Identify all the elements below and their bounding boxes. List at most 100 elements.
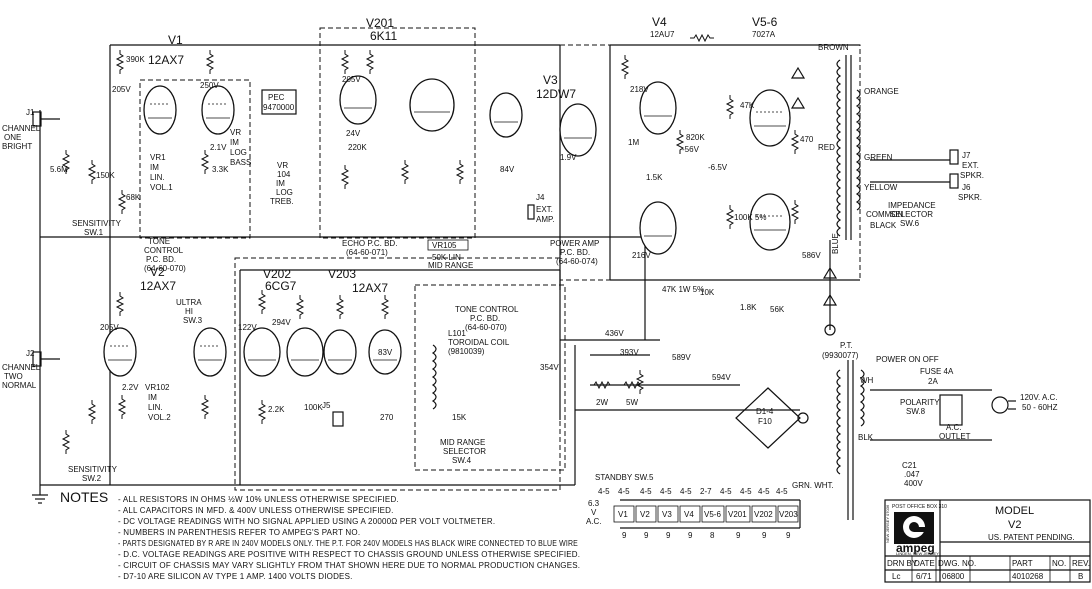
voltage-v202a: 122V: [238, 323, 257, 332]
impedance-line2: SELECTOR: [890, 210, 933, 219]
bass-line1: VR: [230, 128, 241, 137]
wire-blk: BLK: [858, 433, 874, 442]
tb-val-dwg: 06800: [942, 572, 965, 581]
toroid-line2: TOROIDAL COIL: [448, 338, 510, 347]
tone2-line1: TONE CONTROL: [455, 305, 519, 314]
voltage-1-9: 1.9V: [560, 153, 577, 162]
heater-tubes: V1 V2 V3 V4 V5-6 V201 V202 V203: [613, 505, 799, 523]
heater-top-8: 4-5: [758, 487, 770, 496]
v203-type: 12AX7: [352, 281, 388, 295]
sens2-line2: SW.2: [82, 474, 102, 483]
j2-ref: J2: [26, 349, 35, 358]
note-2: - ALL CAPACITORS IN MFD. & 400V UNLESS O…: [118, 506, 394, 515]
toroid-line1: L101: [448, 329, 466, 338]
voltage-v201: 205V: [342, 75, 361, 84]
tb-hdr-date: DATE: [914, 559, 935, 568]
tone2-line3: (64-60-070): [465, 323, 507, 332]
fuse-value: 2A: [928, 377, 938, 386]
r-100k-5: 100K 5%: [734, 213, 766, 222]
heater-top-7: 4-5: [740, 487, 752, 496]
treble-line1: VR: [277, 161, 288, 170]
c21-line3: 400V: [904, 479, 923, 488]
tb-val-part: 4010268: [1012, 572, 1044, 581]
wire-green: GREEN: [864, 153, 893, 162]
j2-line2: TWO: [4, 372, 23, 381]
voltage-neg-56: -56V: [682, 145, 700, 154]
sens2-line1: SENSITIVITY: [68, 465, 118, 474]
voltage-594: 594V: [712, 373, 731, 382]
sens1-line2: SW.1: [84, 228, 104, 237]
tb-val-drn: Lc: [892, 572, 900, 581]
voltage-354: 354V: [540, 363, 559, 372]
voltage-83: 83V: [378, 348, 393, 357]
v1-type: 12AX7: [148, 53, 184, 67]
j1-ref: J1: [26, 108, 35, 117]
heater-top-pins: 4-5 4-5 4-5 4-5 4-5 2-7 4-5 4-5 4-5 4-5: [598, 487, 788, 496]
j7-line2: EXT.: [962, 161, 979, 170]
r-1-5k: 1.5K: [646, 173, 663, 182]
treble-line5: TREB.: [270, 197, 294, 206]
midrange-line2: SELECTOR: [443, 447, 486, 456]
j4-line1: J4: [536, 193, 545, 202]
jack-j1: J1 CHANNEL ONE BRIGHT: [2, 108, 60, 151]
v4-ref: V4: [652, 15, 667, 29]
r-68k: 68K: [126, 193, 141, 202]
pilot-line3: A.C.: [586, 517, 602, 526]
j1-line1: CHANNEL: [2, 124, 41, 133]
resistor-network: [61, 33, 800, 454]
voltage-24: 24V: [346, 129, 361, 138]
model-label: MODEL: [995, 505, 1034, 517]
impedance-line3: SW.6: [900, 219, 920, 228]
tube-v4: V4 12AU7: [639, 15, 677, 255]
vr105-line1: 50K LIN: [432, 253, 461, 262]
heater-tube-1: V2: [640, 510, 650, 519]
treble-line4: LOG: [276, 188, 293, 197]
tube-v203: V203 12AX7: [323, 267, 402, 375]
voltage-neg-6-5: -6.5V: [708, 163, 728, 172]
notes-title: NOTES: [60, 489, 108, 505]
vr1-line1: IM: [150, 163, 159, 172]
city-text: LINDEN, NEW JERSEY: [896, 551, 939, 556]
wire-grn-wht: GRN. WHT.: [792, 481, 834, 490]
tube-v2: V2 12AX7: [103, 265, 227, 377]
v3-ref: V3: [543, 73, 558, 87]
pt-line2: (9930077): [822, 351, 859, 360]
voltage-84: 84V: [500, 165, 515, 174]
brand-name: ampeg: [896, 541, 935, 555]
heater-top-6: 4-5: [720, 487, 732, 496]
control-labels: VR1 IM LIN. VOL.1 VR102 IM LIN. VOL.2 VR…: [68, 153, 954, 483]
voltage-v1a-plate: 205V: [112, 85, 131, 94]
tube-v3: V3 12DW7: [489, 73, 597, 157]
heater-tube-7: V203: [779, 510, 798, 519]
heater-tube-6: V202: [754, 510, 773, 519]
resistor-values: 390K 5.6M 3.3K 150K 100K 220K 2.2K 47K 1…: [50, 55, 814, 422]
voltage-2-2: 2.2V: [122, 383, 139, 392]
r-270: 270: [380, 413, 394, 422]
heater-top-0: 4-5: [598, 487, 610, 496]
title-block: MODEL V2 US. PATENT PENDING. ampeg POST …: [884, 499, 1091, 583]
voltage-v4a: 218V: [630, 85, 649, 94]
heater-bot-3: 9: [688, 531, 693, 540]
vr102-line3: VOL.2: [148, 413, 171, 422]
note-5: - PARTS DESIGNATED BY R ARE IN 240V MODE…: [118, 539, 578, 548]
pilot-line2: V: [591, 508, 597, 517]
bass-line4: BASS: [230, 158, 251, 167]
tb-hdr-dwg: DWG. NO.: [938, 559, 976, 568]
tube-v202: V202 6CG7: [243, 267, 324, 377]
notes-block: NOTES - ALL RESISTORS IN OHMS ½W 10% UNL…: [60, 489, 580, 581]
vr105-line2: MID RANGE: [428, 261, 473, 270]
r-470: 470: [800, 135, 814, 144]
r-15k: 15K: [452, 413, 467, 422]
heater-top-4: 4-5: [680, 487, 692, 496]
power-board-line1: POWER AMP: [550, 239, 599, 248]
j1-line3: BRIGHT: [2, 142, 32, 151]
tone1-line2: CONTROL: [144, 246, 184, 255]
ultrahi-line1: ULTRA: [176, 298, 202, 307]
tube-v201: V201 6K11: [339, 16, 455, 132]
j2-line3: NORMAL: [2, 381, 37, 390]
bass-line2: IM: [230, 138, 239, 147]
v2-ref: V2: [150, 265, 165, 279]
j7-line3: SPKR.: [960, 171, 984, 180]
outlet-line1: A.C.: [946, 423, 962, 432]
